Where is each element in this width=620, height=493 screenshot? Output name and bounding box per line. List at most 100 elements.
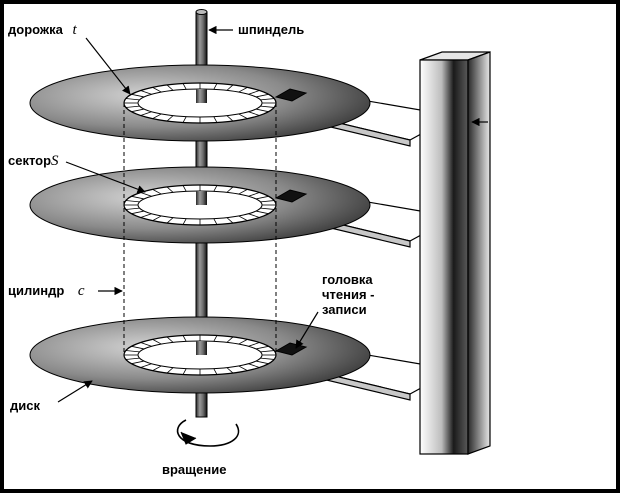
sector-symbol: S xyxy=(51,153,59,169)
sector-tick xyxy=(166,367,174,374)
sector-tick xyxy=(182,83,187,90)
track-pointer xyxy=(85,37,131,95)
sector-tick xyxy=(125,357,140,360)
disk-pointer xyxy=(57,380,93,403)
sector-tick xyxy=(125,207,140,210)
sector-tick xyxy=(260,357,275,360)
sector-tick xyxy=(131,360,145,365)
sector-tick xyxy=(255,210,269,215)
sector-label: секторS xyxy=(8,153,59,169)
head-label-line3: записи xyxy=(322,302,367,317)
sector-tick xyxy=(140,363,152,368)
sector-tick xyxy=(152,189,162,195)
sector-tick xyxy=(248,192,260,197)
cylinder-outline xyxy=(123,103,277,355)
cylinder-label-text: цилиндр xyxy=(8,283,65,298)
sector-tick xyxy=(182,116,187,123)
sector-tick xyxy=(213,368,218,375)
sector-tick xyxy=(125,200,140,203)
head-label: головка чтения - записи xyxy=(322,272,375,317)
track-label-text: дорожка xyxy=(8,22,63,37)
sector-tick xyxy=(213,218,218,225)
sector-tick xyxy=(140,342,152,347)
sector-tick xyxy=(238,365,248,371)
sector-tick xyxy=(140,111,152,116)
sector-tick xyxy=(152,87,162,93)
sector-tick xyxy=(248,342,260,347)
sector-tick xyxy=(131,345,145,350)
sector-tick xyxy=(226,84,234,91)
disk-label: диск xyxy=(10,398,40,413)
sector-tick xyxy=(213,335,218,342)
sector-tick xyxy=(226,336,234,343)
head-middle xyxy=(274,189,308,203)
platter-1 xyxy=(29,64,371,142)
head-label-line1: головка xyxy=(322,272,373,287)
head-label-line2: чтения - xyxy=(322,287,375,302)
platter-2 xyxy=(29,166,371,244)
sector-tick xyxy=(125,350,140,353)
sector-tick xyxy=(213,185,218,192)
actuator-post xyxy=(419,51,491,455)
pointer-lines xyxy=(57,25,488,403)
sector-tick xyxy=(152,113,162,119)
sector-tick xyxy=(238,87,248,93)
sector-tick xyxy=(260,98,275,101)
sector-tick xyxy=(152,365,162,371)
sector-tick xyxy=(213,116,218,123)
sector-tick xyxy=(152,215,162,221)
platter-3 xyxy=(29,316,371,394)
sector-tick xyxy=(213,83,218,90)
sector-pointer xyxy=(65,161,146,194)
sector-tick xyxy=(182,368,187,375)
spindle-segment xyxy=(196,191,207,205)
sector-tick xyxy=(140,213,152,218)
rotation-arrow-icon xyxy=(176,419,240,447)
sector-tick xyxy=(255,108,269,113)
spindle-label: шпиндель xyxy=(238,22,305,37)
sector-tick xyxy=(166,115,174,122)
sector-tick xyxy=(226,217,234,224)
sector-tick xyxy=(255,93,269,98)
sector-tick xyxy=(260,350,275,353)
rotation-label: вращение xyxy=(162,462,227,477)
spindle-segment xyxy=(196,341,207,355)
track-label: дорожка t xyxy=(8,22,77,38)
sector-tick xyxy=(248,90,260,95)
head-pointer xyxy=(295,311,319,349)
sector-tick xyxy=(248,363,260,368)
sector-tick xyxy=(166,186,174,193)
sector-tick xyxy=(260,207,275,210)
sector-tick xyxy=(238,215,248,221)
sector-tick xyxy=(125,98,140,101)
sector-label-text: сектор xyxy=(8,153,52,168)
sector-tick xyxy=(260,200,275,203)
sector-tick xyxy=(255,360,269,365)
sector-tick xyxy=(166,336,174,343)
platters xyxy=(29,64,371,394)
sector-tick xyxy=(226,367,234,374)
sector-tick xyxy=(255,345,269,350)
sector-tick xyxy=(140,90,152,95)
cylinder-label: цилиндр c xyxy=(8,283,85,299)
sector-tick xyxy=(255,195,269,200)
sector-tick xyxy=(125,105,140,108)
sector-tick xyxy=(131,210,145,215)
head-top xyxy=(274,88,308,102)
track-symbol: t xyxy=(72,22,77,38)
sector-tick xyxy=(238,113,248,119)
spindle-top xyxy=(195,9,208,15)
sector-tick xyxy=(166,84,174,91)
sector-tick xyxy=(238,189,248,195)
sector-tick xyxy=(131,108,145,113)
sector-tick xyxy=(248,111,260,116)
sector-tick xyxy=(260,105,275,108)
sector-tick xyxy=(166,217,174,224)
sector-tick xyxy=(182,218,187,225)
cylinder-symbol: c xyxy=(77,283,85,299)
sector-tick xyxy=(248,213,260,218)
sector-tick xyxy=(238,339,248,345)
